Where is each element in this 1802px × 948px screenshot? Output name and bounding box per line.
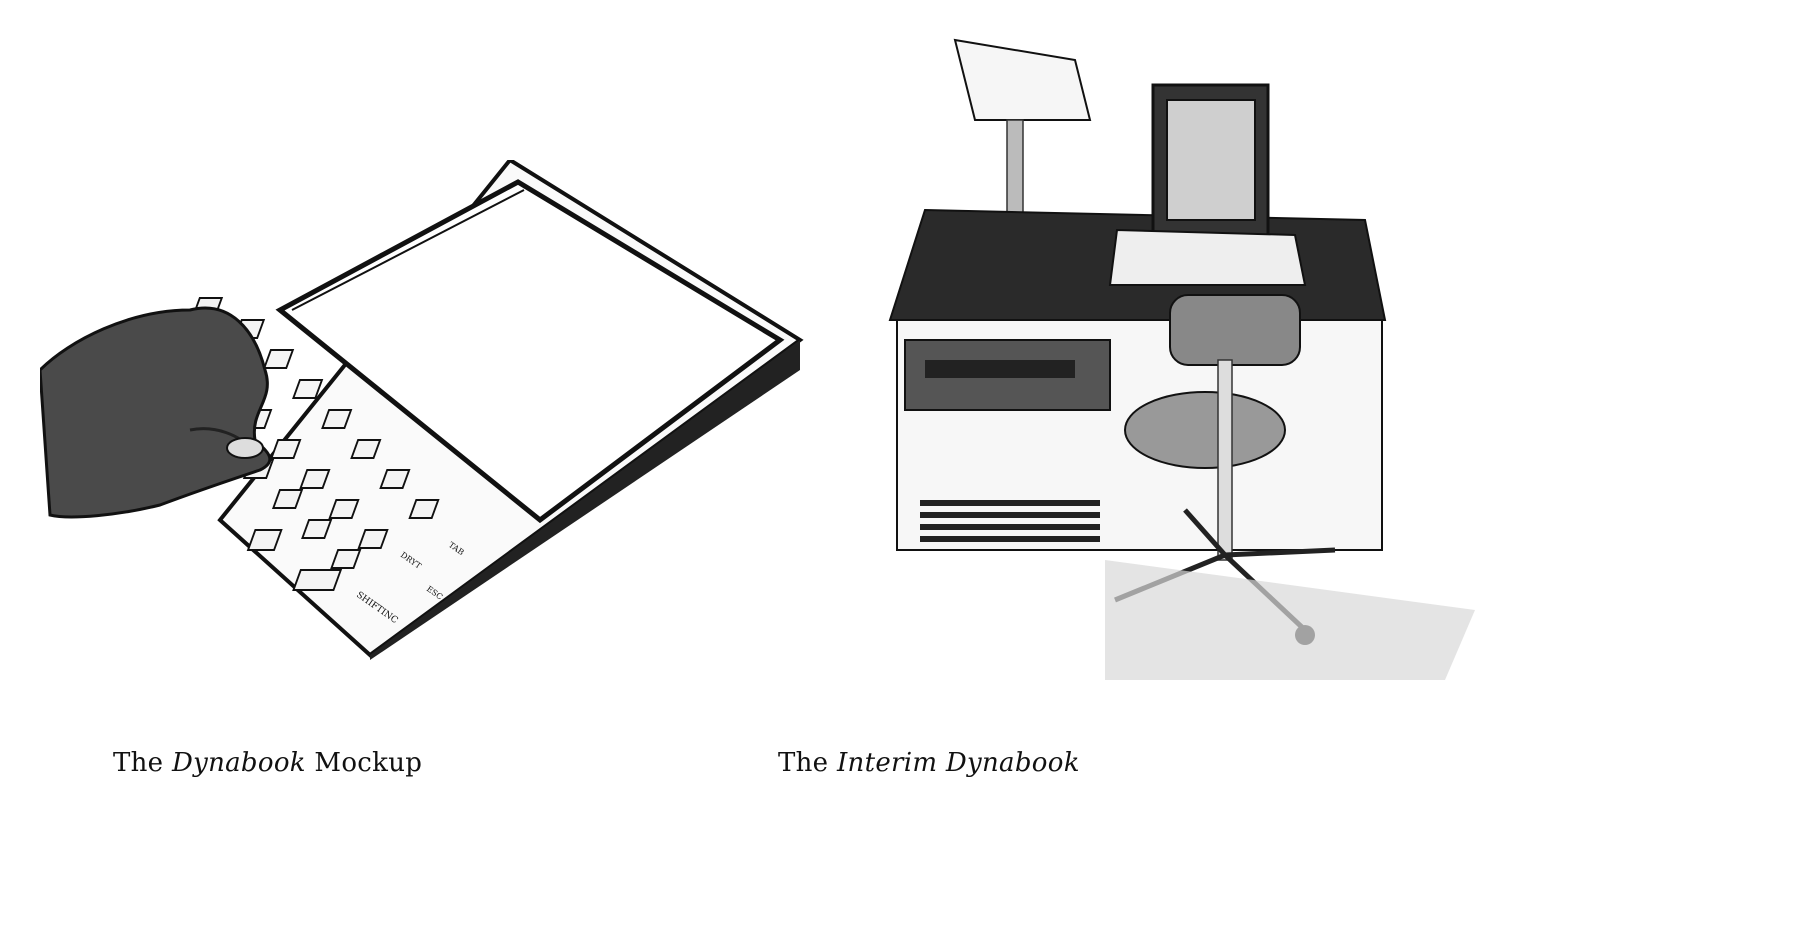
caption-interim-dynabook: The Interim Dynabook [778, 748, 1080, 778]
disk-slot [925, 360, 1075, 378]
chair-seat [1124, 391, 1286, 469]
caption-left-suffix: Mockup [305, 748, 423, 778]
interim-dynabook-drawing [888, 38, 1475, 680]
monitor-screen [1166, 99, 1256, 221]
caption-left-italic: Dynabook [171, 748, 306, 778]
chair-post [1217, 359, 1233, 561]
interim-dynabook-photo [885, 30, 1485, 680]
screen-bezel-line [291, 189, 525, 311]
caption-right-italic: Interim Dynabook [836, 748, 1080, 778]
caption-right-prefix: The [778, 748, 837, 778]
chair-back [1169, 294, 1301, 366]
hand-shape [40, 306, 272, 519]
dynabook-mockup-drawing: SHIFTINC DRYT TAB ESC [40, 160, 804, 660]
caption-dynabook-mockup: The Dynabook Mockup [113, 748, 422, 778]
caption-left-prefix: The [113, 748, 172, 778]
floor-shadow [1105, 560, 1475, 680]
tablet-edge [370, 340, 800, 660]
vent-grille [920, 500, 1100, 542]
thumbnail [226, 437, 264, 459]
keyboard-unit [1108, 228, 1307, 286]
tablet-screen [275, 179, 785, 524]
lamp-shade [953, 38, 1092, 121]
dynabook-mockup-illustration: SHIFTINC DRYT TAB ESC [40, 160, 810, 660]
